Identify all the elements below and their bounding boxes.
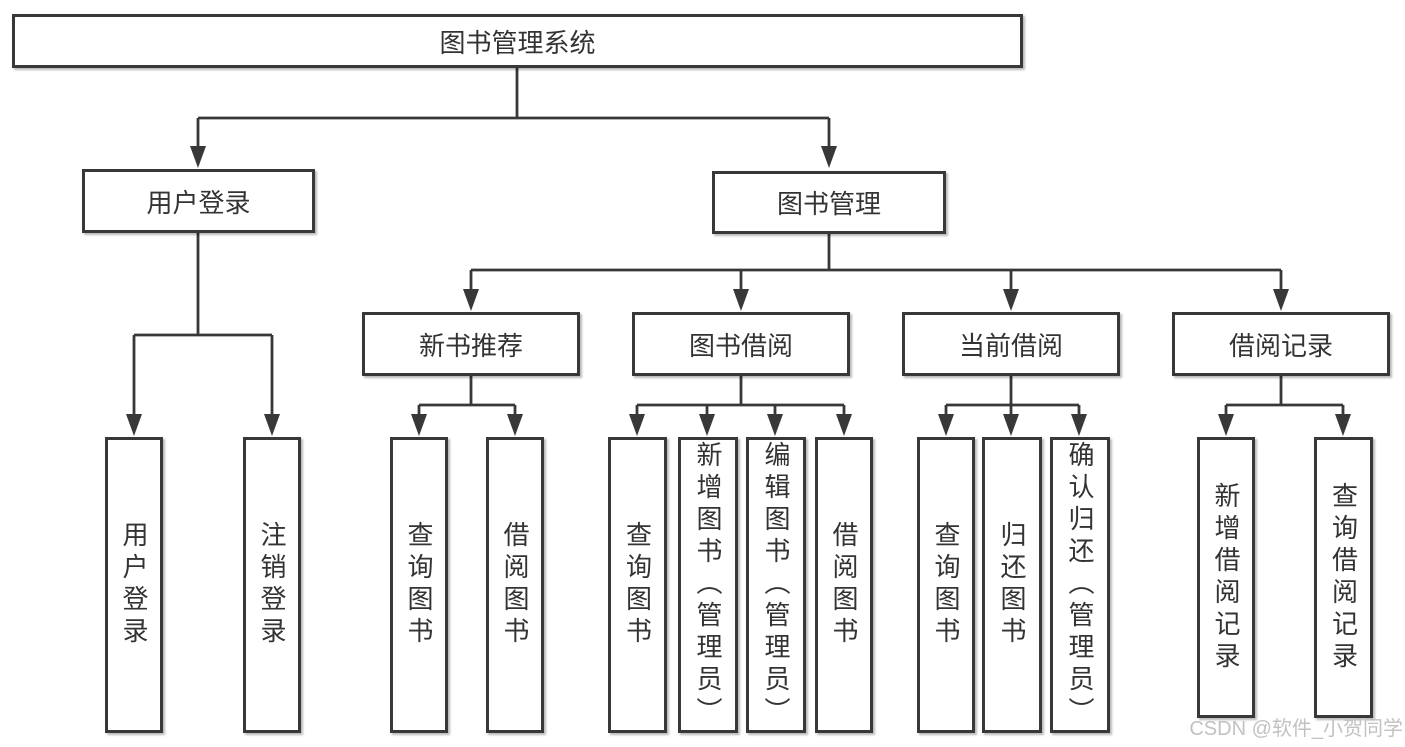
leaf-user-login: 用户登录: [105, 437, 163, 733]
node-label: 注销登录: [257, 521, 287, 649]
node-label: 查询图书: [622, 521, 653, 649]
arrowhead: [1003, 289, 1019, 311]
node-label: 当前借阅: [958, 330, 1063, 361]
node-label: 借阅记录: [1228, 330, 1333, 361]
node-root: 图书管理系统: [12, 14, 1023, 68]
node-user-login: 用户登录: [82, 169, 315, 233]
arrowhead: [836, 414, 852, 436]
csdn-watermark: CSDN @软件_小贺同学: [1189, 718, 1403, 740]
node-new-book-recommend: 新书推荐: [362, 312, 580, 376]
node-label: 图书借阅: [688, 330, 793, 361]
node-label: 新增图书（管理员）: [693, 441, 723, 729]
node-current-borrow: 当前借阅: [902, 312, 1120, 376]
node-label: 图书管理系统: [439, 27, 596, 58]
node-label: 查询图书: [404, 521, 434, 649]
arrowhead: [507, 414, 523, 436]
node-label: 归还图书: [997, 521, 1027, 649]
node-label: 确认归还（管理员）: [1065, 441, 1095, 729]
node-label: 查询图书: [931, 521, 961, 649]
connector-current-borrow-to-leaves: [938, 376, 1087, 436]
node-label: 新书推荐: [418, 330, 523, 361]
node-label: 用户登录: [146, 187, 251, 218]
leaf-cb-return-books: 归还图书: [982, 437, 1042, 733]
arrowhead: [126, 414, 142, 436]
arrowhead: [767, 414, 783, 436]
arrowhead: [1273, 289, 1289, 311]
connector-book-management-to-level3: [463, 234, 1289, 311]
connector-root-to-level2: [190, 68, 837, 168]
arrowhead: [733, 289, 749, 311]
node-book-management: 图书管理: [712, 171, 946, 234]
leaf-bb-add-books: 新增图书（管理员）: [678, 437, 738, 733]
arrowhead: [264, 414, 280, 436]
connector-new-book-recommend-to-leaves: [411, 376, 523, 436]
arrowhead: [821, 146, 837, 168]
arrowhead: [1071, 414, 1087, 436]
connector-book-borrow-to-leaves: [629, 376, 852, 436]
leaf-bb-borrow-books: 借阅图书: [815, 437, 873, 733]
node-borrow-records: 借阅记录: [1172, 312, 1390, 376]
leaf-bb-edit-books: 编辑图书（管理员）: [746, 437, 806, 733]
node-label: 图书管理: [776, 189, 881, 219]
arrowhead: [938, 414, 954, 436]
node-label: 用户登录: [119, 521, 149, 649]
arrowhead: [629, 414, 645, 436]
node-label: 查询借阅记录: [1328, 481, 1359, 674]
leaf-br-add-record: 新增借阅记录: [1197, 437, 1255, 718]
arrowhead: [699, 414, 715, 436]
arrowhead: [411, 414, 427, 436]
leaf-cb-confirm-return: 确认归还（管理员）: [1050, 437, 1110, 733]
leaf-nb-query-books: 查询图书: [390, 437, 448, 733]
arrowhead: [1335, 414, 1351, 436]
node-label: 借阅图书: [829, 521, 859, 649]
connector-user-login-to-leaves: [126, 233, 280, 436]
connector-borrow-records-to-leaves: [1218, 376, 1351, 436]
leaf-bb-query-books: 查询图书: [608, 437, 667, 733]
arrowhead: [190, 146, 206, 168]
node-label: 借阅图书: [500, 521, 530, 649]
arrowhead: [1218, 414, 1234, 436]
leaf-br-query-record: 查询借阅记录: [1314, 437, 1373, 718]
arrowhead: [1003, 414, 1019, 436]
node-label: 新增借阅记录: [1211, 481, 1241, 674]
node-label: 编辑图书（管理员）: [761, 441, 791, 729]
node-book-borrow: 图书借阅: [632, 312, 850, 376]
leaf-cb-query-books: 查询图书: [917, 437, 975, 733]
leaf-logout: 注销登录: [243, 437, 301, 733]
arrowhead: [463, 289, 479, 311]
leaf-nb-borrow-books: 借阅图书: [486, 437, 544, 733]
